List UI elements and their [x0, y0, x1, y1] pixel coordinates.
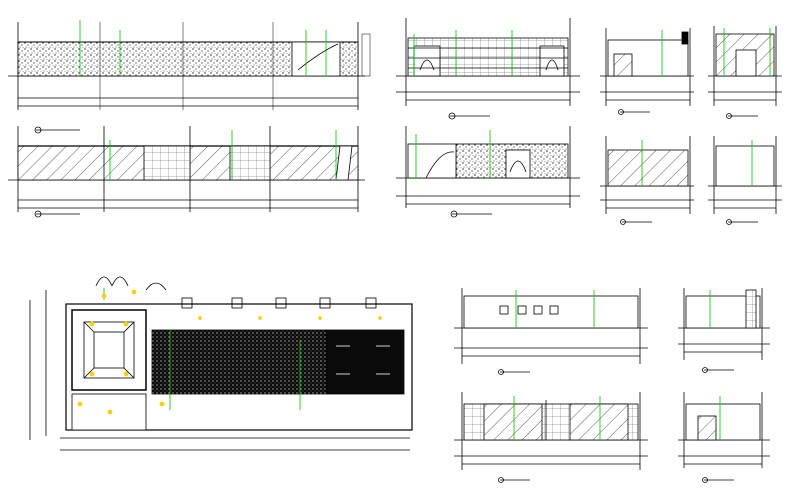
elevation-a [8, 20, 371, 134]
elevation-e [600, 28, 694, 115]
elevation-k [454, 392, 648, 483]
elevation-l [678, 392, 770, 483]
elevation-b [8, 126, 365, 218]
floor-plan [29, 276, 413, 451]
elevation-f [708, 26, 782, 119]
elevation-g [600, 136, 694, 225]
elevation-h [708, 136, 782, 225]
elevation-i [454, 288, 648, 375]
elevation-d [396, 126, 580, 218]
elevation-j [678, 288, 770, 373]
elevation-c [396, 18, 580, 120]
